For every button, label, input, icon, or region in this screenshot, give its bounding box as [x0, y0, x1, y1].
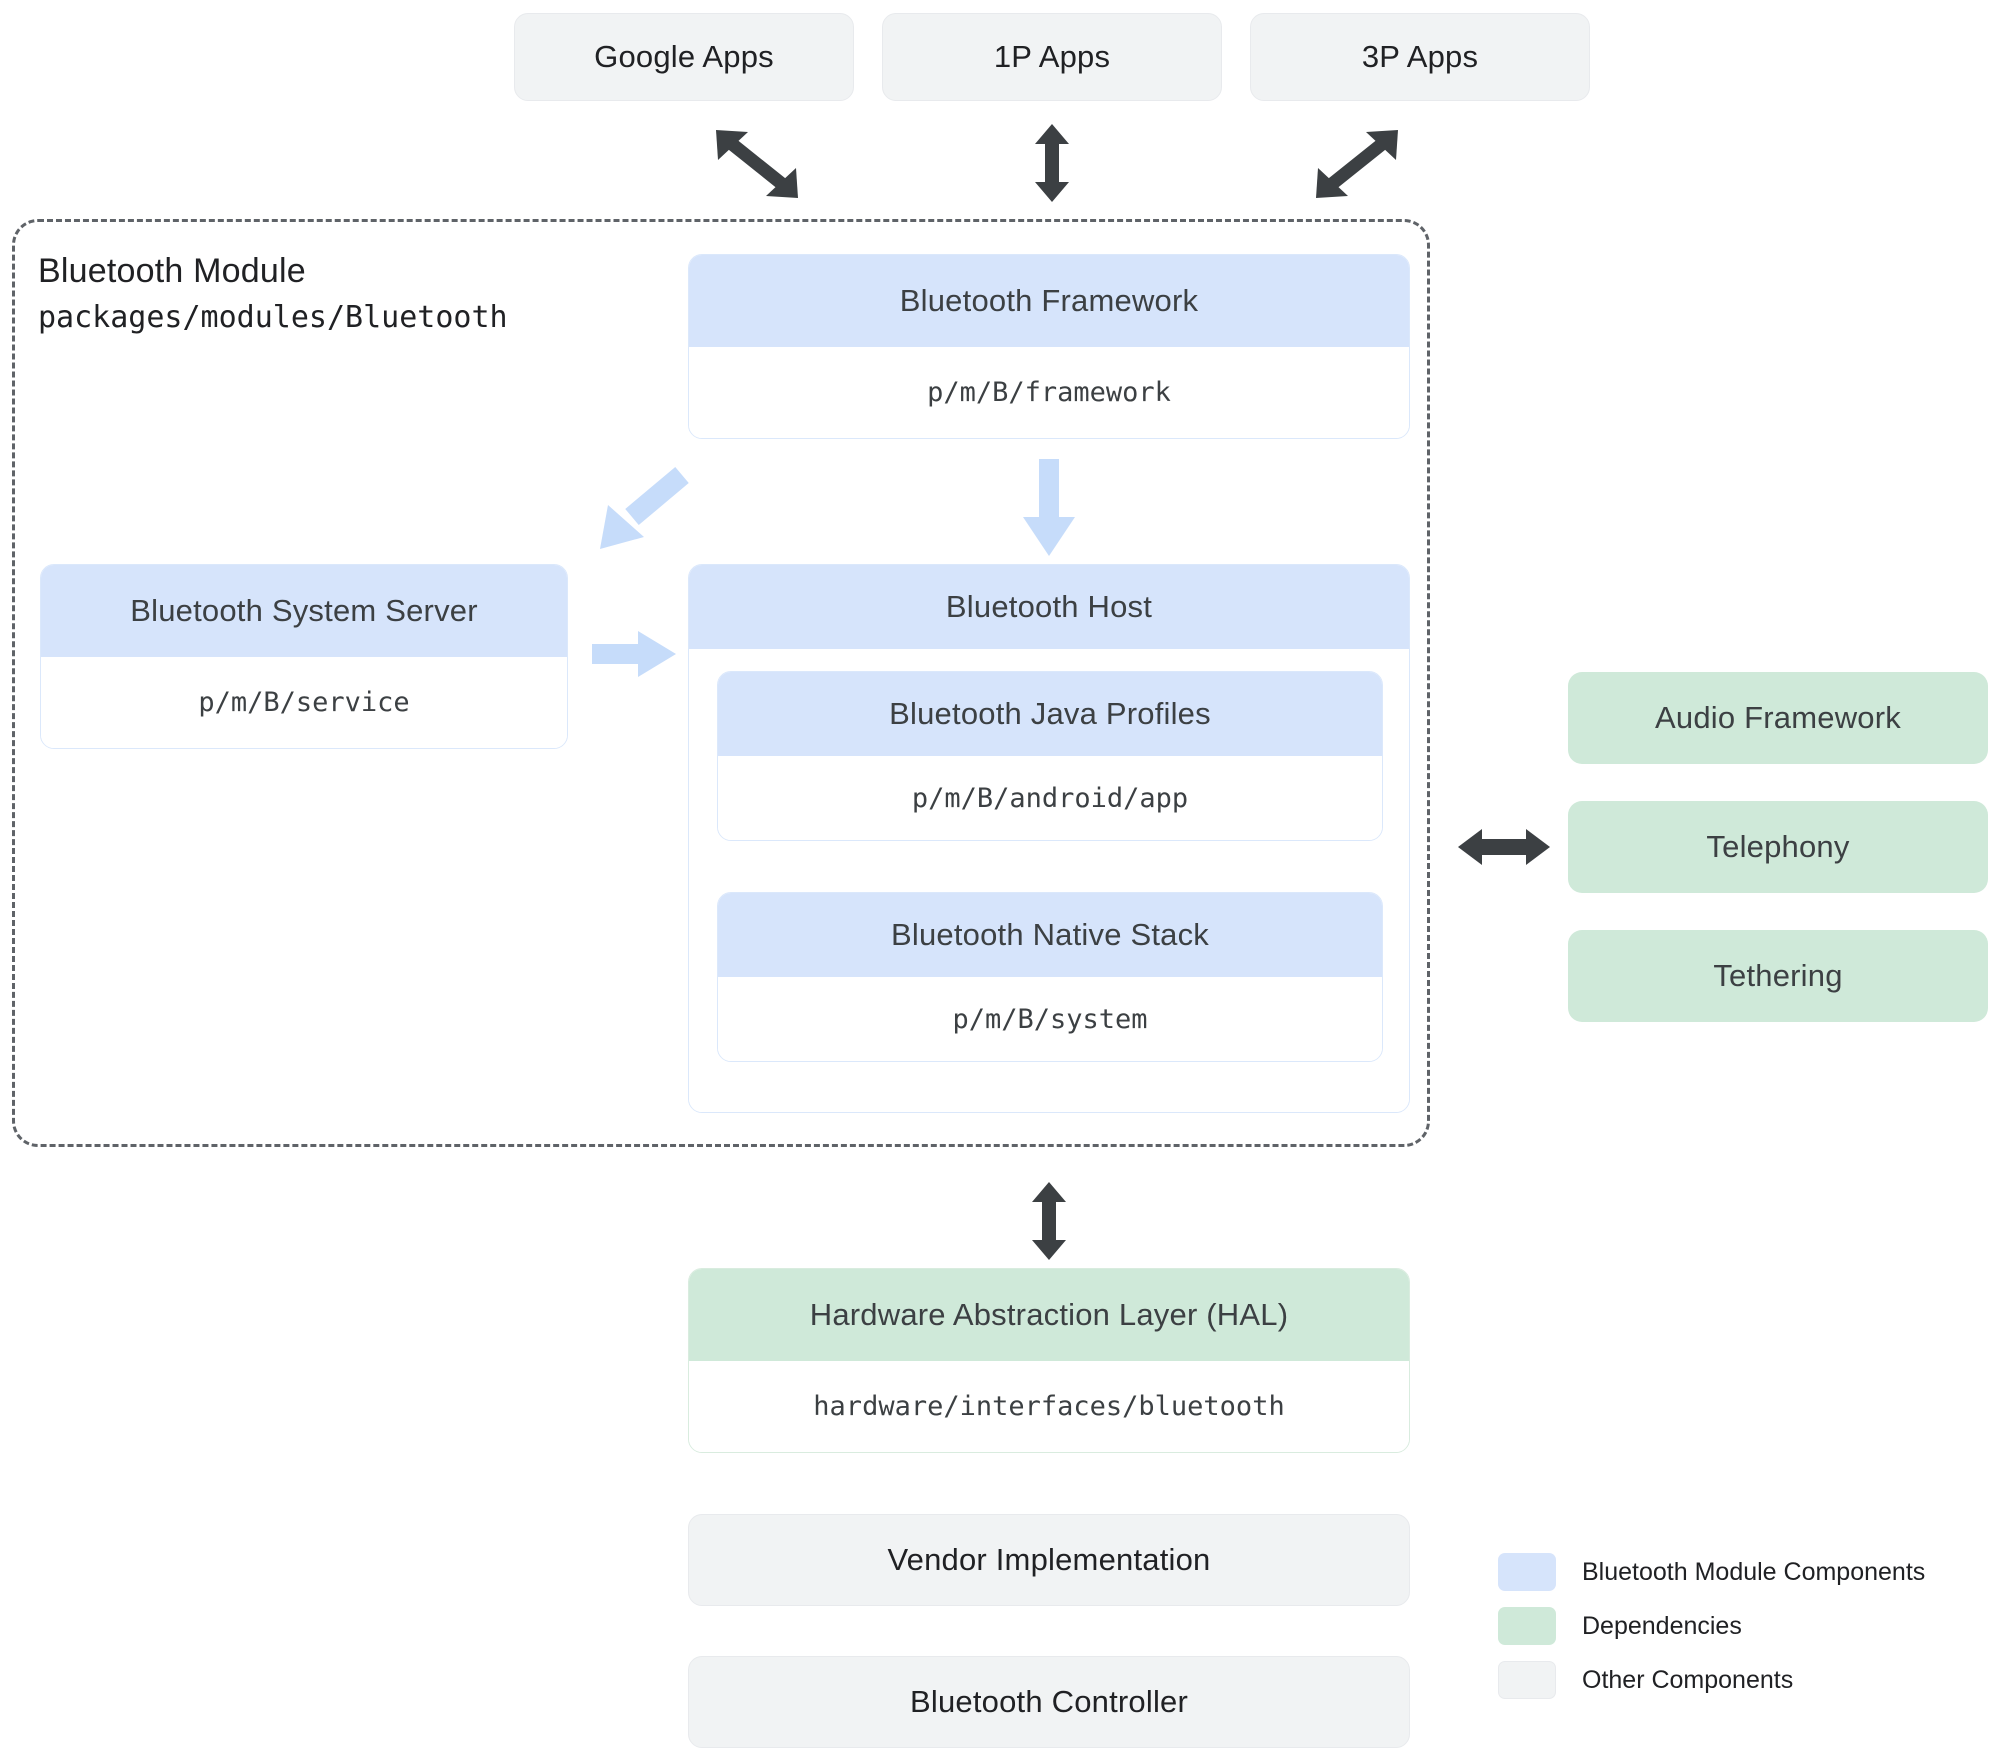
hardware-abstraction-layer-path: hardware/interfaces/bluetooth [689, 1361, 1409, 1452]
module-to-hal-arrow [1030, 1182, 1068, 1260]
tethering-box: Tethering [1568, 930, 1988, 1022]
bluetooth-native-stack-label: Bluetooth Native Stack [718, 893, 1382, 977]
bluetooth-java-profiles-path: p/m/B/android/app [718, 756, 1382, 840]
legend-item-module: Bluetooth Module Components [1498, 1545, 1925, 1599]
bluetooth-java-profiles-label: Bluetooth Java Profiles [718, 672, 1382, 756]
hardware-abstraction-layer-label: Hardware Abstraction Layer (HAL) [689, 1269, 1409, 1361]
bluetooth-system-server-label: Bluetooth System Server [41, 565, 567, 657]
legend-item-dependencies: Dependencies [1498, 1599, 1925, 1653]
system-server-to-host-arrow [592, 630, 678, 678]
bluetooth-host-box: Bluetooth Host Bluetooth Java Profiles p… [688, 564, 1410, 1113]
audio-framework-label: Audio Framework [1568, 672, 1988, 764]
first-party-apps-connector-arrow [1033, 124, 1071, 202]
legend-label-other: Other Components [1582, 1665, 1794, 1694]
telephony-box: Telephony [1568, 801, 1988, 893]
google-apps-connector-arrow [712, 128, 802, 200]
legend-label-dependencies: Dependencies [1582, 1611, 1742, 1640]
bluetooth-host-label: Bluetooth Host [689, 565, 1409, 649]
bluetooth-controller-box: Bluetooth Controller [688, 1656, 1410, 1748]
legend-swatch-module [1498, 1553, 1556, 1591]
legend-label-module: Bluetooth Module Components [1582, 1557, 1926, 1586]
legend-item-other: Other Components [1498, 1653, 1925, 1707]
first-party-apps-box: 1P Apps [882, 13, 1222, 101]
third-party-apps-box: 3P Apps [1250, 13, 1590, 101]
first-party-apps-label: 1P Apps [993, 39, 1111, 75]
legend-swatch-dependencies [1498, 1607, 1556, 1645]
third-party-apps-connector-arrow [1312, 128, 1402, 200]
bluetooth-native-stack-path: p/m/B/system [718, 977, 1382, 1061]
bluetooth-system-server-path: p/m/B/service [41, 657, 567, 748]
telephony-label: Telephony [1568, 801, 1988, 893]
framework-to-system-server-arrow [592, 465, 692, 555]
hardware-abstraction-layer-box: Hardware Abstraction Layer (HAL) hardwar… [688, 1268, 1410, 1453]
bluetooth-framework-label: Bluetooth Framework [689, 255, 1409, 347]
bluetooth-framework-box: Bluetooth Framework p/m/B/framework [688, 254, 1410, 439]
vendor-implementation-box: Vendor Implementation [688, 1514, 1410, 1606]
third-party-apps-label: 3P Apps [1361, 39, 1479, 75]
vendor-implementation-label: Vendor Implementation [887, 1542, 1211, 1578]
bluetooth-java-profiles-box: Bluetooth Java Profiles p/m/B/android/ap… [717, 671, 1383, 841]
legend: Bluetooth Module Components Dependencies… [1498, 1545, 1925, 1707]
bluetooth-controller-label: Bluetooth Controller [910, 1684, 1188, 1720]
bluetooth-framework-path: p/m/B/framework [689, 347, 1409, 438]
host-to-dependencies-arrow [1458, 826, 1550, 868]
google-apps-box: Google Apps [514, 13, 854, 101]
audio-framework-box: Audio Framework [1568, 672, 1988, 764]
legend-swatch-other [1498, 1661, 1556, 1699]
bluetooth-module-path: packages/modules/Bluetooth [38, 300, 508, 335]
bluetooth-module-container [12, 219, 1430, 1147]
bluetooth-module-title: Bluetooth Module [38, 252, 306, 290]
bluetooth-system-server-box: Bluetooth System Server p/m/B/service [40, 564, 568, 749]
framework-to-host-arrow [1021, 459, 1077, 558]
tethering-label: Tethering [1568, 930, 1988, 1022]
bluetooth-native-stack-box: Bluetooth Native Stack p/m/B/system [717, 892, 1383, 1062]
google-apps-label: Google Apps [594, 39, 774, 75]
